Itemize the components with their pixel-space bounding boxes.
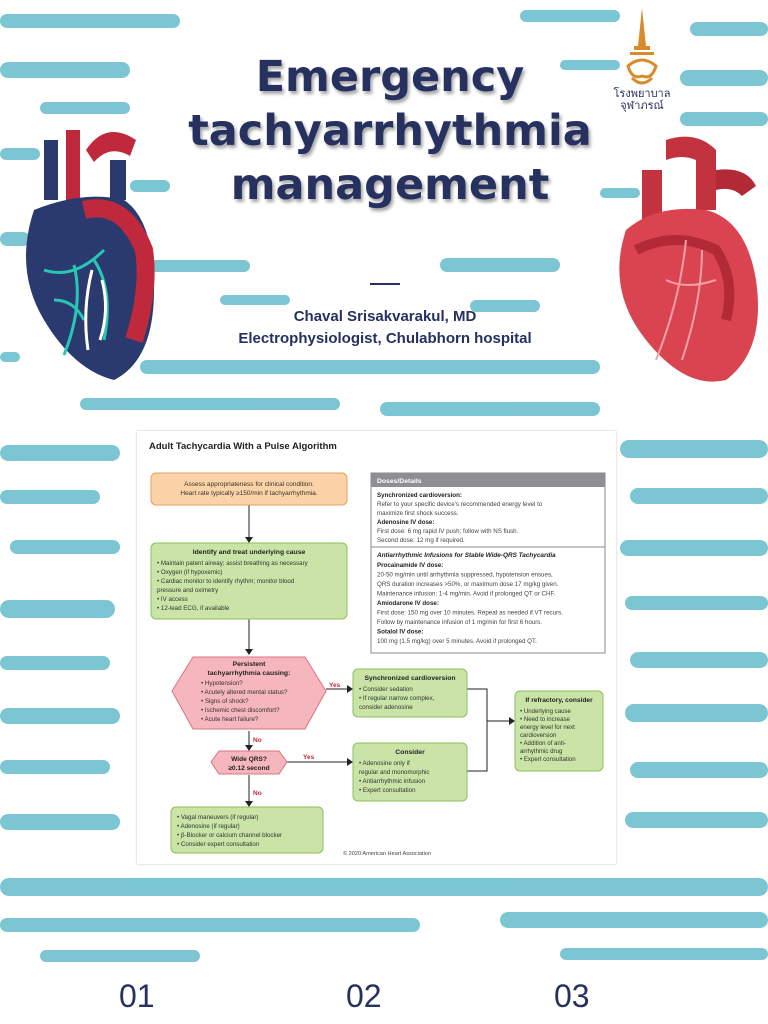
dose-line: Adenosine IV dose: [377, 519, 434, 526]
dose-line: Sotalol IV dose: [377, 629, 423, 636]
dose-line: Procainamide IV dose: [377, 562, 443, 569]
wide-qrs-hexagon [210, 750, 288, 775]
persistent-item: • Ischemic chest discomfort? [201, 707, 280, 714]
footer-number-03[interactable]: 03 [554, 978, 590, 1014]
identify-item: • 12-lead ECG, if available [157, 605, 230, 612]
dose-line: Synchronized cardioversion: [377, 492, 462, 499]
consider-box [352, 742, 468, 802]
refractory-item: energy level for next [520, 724, 575, 731]
persistent-item: • Signs of shock? [201, 698, 249, 705]
algorithm-figure: Adult Tachycardia With a Pulse Algorithm… [137, 431, 616, 864]
dose-line: QRS duration increases >50%, or maximum … [377, 581, 559, 588]
dose-line: Amiodarone IV dose: [377, 600, 439, 607]
refractory-item: • Need to increase [520, 716, 571, 723]
title-line-1: Emergency [255, 52, 525, 102]
logo-line-2: จุฬาภรณ์ [620, 100, 664, 112]
identify-item: • Cardiac monitor to identify rhythm; mo… [157, 578, 295, 585]
identify-item: pressure and oximetry [157, 587, 219, 594]
flow-connectors [248, 505, 513, 805]
consider-item: • Antiarrhythmic infusion [359, 778, 426, 785]
author-name: Chaval Srisakvarakul, MD [293, 308, 477, 325]
sync-item: • If regular narrow complex, [359, 695, 435, 702]
copyright: © 2020 American Heart Association [343, 850, 431, 857]
wide-qrs-line-1: Wide QRS? [231, 756, 267, 763]
doses-panel [370, 472, 606, 654]
author-role: Electrophysiologist, Chulabhorn hospital [238, 330, 532, 347]
vagal-item: • Consider expert consultation [177, 841, 260, 848]
dose-line: First dose: 150 mg over 10 minutes. Repe… [377, 610, 563, 617]
consider-item: • Adenosine only if [359, 760, 410, 767]
vagal-item: • Adenosine (if regular) [177, 823, 240, 830]
footer-number-02[interactable]: 02 [346, 978, 382, 1014]
sync-cardioversion-box [352, 668, 468, 718]
sync-item: • Consider sedation [359, 686, 413, 693]
refractory-item: • Addition of anti- [520, 740, 566, 747]
yes-label-2: Yes [303, 754, 315, 761]
dose-line: Follow by maintenance infusion of 1 mg/m… [377, 619, 542, 626]
consider-item: regular and monomorphic [359, 769, 430, 776]
consider-item: • Expert consultation [359, 787, 416, 794]
wide-qrs-line-2: ≥0.12 second [228, 765, 269, 772]
no-label-2: No [253, 790, 262, 797]
hospital-logo-text: โรงพยาบาล จุฬาภรณ์ [602, 88, 682, 112]
persistent-item: • Hypotension? [201, 680, 243, 687]
logo-line-1: โรงพยาบาล [613, 88, 671, 100]
dose-line: maximize first shock success. [377, 510, 459, 517]
title-divider [370, 283, 400, 285]
title-line-3: management [230, 160, 550, 210]
sync-title: Synchronized cardioversion [364, 675, 455, 682]
dose-line: 100 mg (1.5 mg/kg) over 5 minutes. Avoid… [377, 638, 537, 645]
persistent-item: • Acutely altered mental status? [201, 689, 288, 696]
dose-line: Maintenance infusion: 1-4 mg/min. Avoid … [377, 591, 556, 598]
refractory-box [514, 690, 604, 772]
identify-item: • IV access [157, 596, 188, 603]
algorithm-flowchart: Adult Tachycardia With a Pulse Algorithm… [149, 441, 606, 857]
slide-title: Emergency tachyarrhythmia management [160, 50, 620, 212]
dose-line: Second dose: 12 mg if required. [377, 537, 465, 544]
author-block: Chaval Srisakvarakul, MD Electrophysiolo… [200, 306, 570, 350]
refractory-item: • Underlying cause [520, 708, 572, 715]
sync-item: consider adenosine [359, 704, 413, 711]
title-line-2: tachyarrhythmia [188, 106, 592, 156]
refractory-item: • Expert consultation [520, 756, 576, 763]
refractory-item: cardioversion [520, 732, 556, 739]
dose-line: First dose: 6 mg rapid IV push; follow w… [377, 528, 519, 535]
refractory-item: arrhythmic drug [520, 748, 562, 755]
anatomical-heart-left-icon [26, 130, 155, 380]
footer-number-01[interactable]: 01 [119, 978, 155, 1014]
assess-line-1: Assess appropriateness for clinical cond… [184, 481, 314, 488]
persistent-title-line-1: Persistent [233, 661, 267, 668]
dose-line: Refer to your specific device's recommen… [377, 501, 543, 508]
identify-title: Identify and treat underlying cause [193, 549, 306, 556]
vagal-item: • β-Blocker or calcium channel blocker [177, 832, 282, 839]
vagal-item: • Vagal maneuvers (if regular) [177, 814, 259, 821]
persistent-title-line-2: tachyarrhythmia causing: [208, 670, 291, 677]
doses-lines: Synchronized cardioversion: Refer to your… [377, 492, 543, 544]
assess-line-2: Heart rate typically ≥150/min if tachyar… [180, 490, 317, 497]
anatomical-heart-right-icon [619, 136, 758, 382]
hospital-logo-icon [626, 8, 658, 85]
infusions-title: Antiarrhythmic Infusions for Stable Wide… [376, 552, 556, 559]
consider-title: Consider [395, 749, 425, 756]
doses-header: Doses/Details [377, 478, 422, 485]
persistent-item: • Acute heart failure? [201, 716, 259, 723]
identify-item: • Maintain patent airway; assist breathi… [157, 560, 309, 567]
yes-label: Yes [329, 682, 341, 689]
doses-header-bar [371, 473, 605, 487]
dose-line: 20-50 mg/min until arrhythmia suppressed… [377, 572, 553, 579]
persistent-hexagon [171, 656, 327, 730]
vagal-box [170, 806, 324, 854]
identify-box [150, 542, 348, 620]
assess-box [150, 472, 348, 506]
algorithm-title: Adult Tachycardia With a Pulse Algorithm [149, 441, 337, 452]
identify-item: • Oxygen (if hypoxemic) [157, 569, 222, 576]
infusion-lines: Procainamide IV dose: 20-50 mg/min until … [377, 562, 563, 645]
flow-arrowheads [245, 537, 515, 807]
refractory-title: If refractory, consider [525, 697, 593, 704]
no-label: No [253, 737, 262, 744]
